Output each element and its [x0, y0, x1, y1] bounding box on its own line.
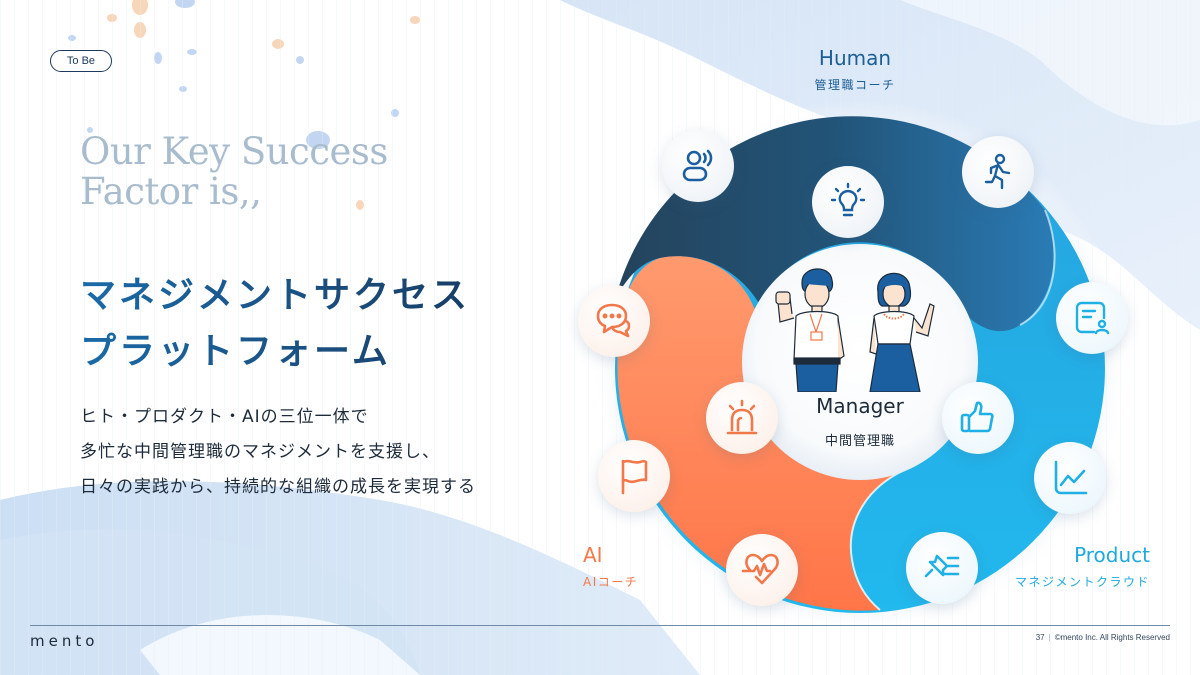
manager-center: Manager 中間管理職 — [750, 252, 970, 472]
human-title: Human — [818, 46, 892, 70]
center-subtitle: 中間管理職 — [824, 434, 895, 449]
flag-icon — [598, 440, 670, 512]
label-human: Human 管理職コーチ — [790, 46, 920, 93]
heart-pulse-icon — [726, 534, 798, 606]
ai-title: AI — [583, 543, 603, 567]
pin-list-icon — [906, 532, 978, 604]
footer-divider — [30, 625, 1170, 626]
person-voice-icon — [662, 130, 734, 202]
product-title: Product — [1074, 543, 1150, 567]
center-circle — [742, 244, 978, 480]
footer-copyright: 37|©mento Inc. All Rights Reserved — [1036, 633, 1170, 642]
manager-illustration — [775, 268, 935, 392]
human-subtitle: 管理職コーチ — [814, 78, 896, 92]
label-ai: AI AIコーチ — [583, 543, 663, 590]
section-tag: To Be — [50, 50, 112, 72]
footer-separator: | — [1048, 633, 1051, 642]
page-number: 37 — [1035, 633, 1045, 642]
label-product: Product マネジメントクラウド — [990, 543, 1150, 590]
thumbs-up-icon — [942, 382, 1014, 454]
description-line-1: ヒト・プロダクト・AIの三位一体で — [80, 407, 369, 427]
eyebrow-heading: Our Key Success Factor is,, — [80, 132, 388, 212]
description: ヒト・プロダクト・AIの三位一体で 多忙な中間管理職のマネジメントを支援し、 日… — [80, 400, 476, 505]
center-title: Manager — [816, 394, 904, 418]
ai-subtitle: AIコーチ — [583, 575, 639, 589]
brand-logo: mento — [30, 632, 99, 650]
eyebrow-line-2: Factor is,, — [80, 170, 262, 213]
description-line-2: 多忙な中間管理職のマネジメントを支援し、 — [80, 442, 440, 462]
chat-bubbles-icon — [578, 285, 650, 357]
eyebrow-line-1: Our Key Success — [80, 130, 388, 173]
document-person-icon — [1056, 282, 1128, 354]
description-line-3: 日々の実践から、持続的な組織の成長を実現する — [80, 477, 476, 497]
lightbulb-icon — [812, 166, 884, 238]
alert-siren-icon — [706, 382, 778, 454]
copyright-text: ©mento Inc. All Rights Reserved — [1054, 633, 1170, 642]
product-subtitle: マネジメントクラウド — [1014, 575, 1150, 589]
line-chart-icon — [1034, 442, 1106, 514]
running-person-icon — [962, 136, 1034, 208]
